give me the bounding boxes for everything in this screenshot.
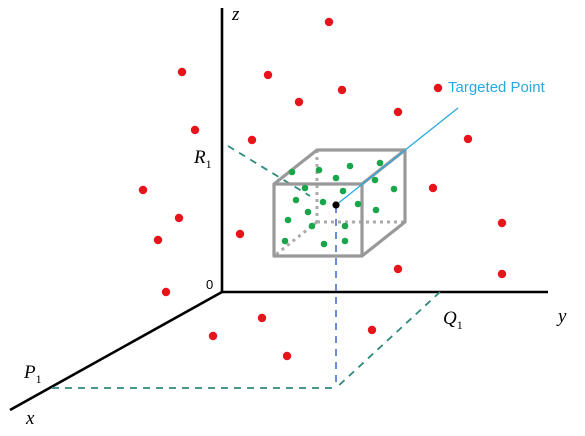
outer-point	[174, 213, 184, 223]
outer-point	[337, 85, 347, 95]
q1-label-base: Q	[443, 308, 457, 329]
outer-points	[138, 17, 507, 361]
inner-point	[315, 166, 323, 174]
outer-point	[257, 313, 267, 323]
inner-point	[376, 159, 384, 167]
outer-point	[367, 325, 377, 335]
outer-point	[433, 83, 443, 93]
inner-point	[281, 237, 289, 245]
q1-label-sub: 1	[457, 318, 463, 332]
inner-point	[371, 176, 379, 184]
targeted-point-label: Targeted Point	[448, 79, 546, 96]
inner-point	[341, 222, 349, 230]
x-axis-label: x	[25, 408, 35, 429]
outer-point	[282, 351, 292, 361]
cube-right-face	[361, 150, 407, 258]
inner-point	[292, 196, 300, 204]
outer-point	[190, 125, 200, 135]
origin-label: 0	[206, 277, 213, 292]
annotation-leader-line	[335, 107, 459, 206]
floor-projection	[52, 145, 441, 389]
inner-point	[308, 222, 316, 230]
outer-point	[294, 97, 304, 107]
outer-point	[235, 229, 245, 239]
outer-point	[497, 269, 507, 279]
outer-point	[247, 135, 257, 145]
projection-line-q1	[335, 291, 441, 389]
outer-point	[208, 331, 218, 341]
inner-point	[301, 184, 309, 192]
inner-point	[346, 162, 354, 170]
outer-point	[463, 134, 473, 144]
p1-label-base: P	[23, 362, 36, 383]
cube-top-face	[273, 148, 407, 186]
outer-point	[153, 235, 163, 245]
r1-label-base: R	[193, 147, 206, 168]
outer-point	[324, 17, 334, 27]
inner-point	[304, 208, 312, 216]
p1-label: P1	[23, 362, 42, 386]
inner-point	[284, 216, 292, 224]
inner-points	[281, 159, 398, 248]
inner-point	[320, 240, 328, 248]
outer-point	[177, 67, 187, 77]
r1-label: R1	[193, 147, 212, 171]
inner-point	[319, 198, 327, 206]
inner-point	[354, 200, 362, 208]
inner-point	[288, 168, 296, 176]
outer-point	[393, 107, 403, 117]
outer-point	[161, 287, 171, 297]
outer-point	[497, 218, 507, 228]
target-point	[332, 201, 340, 209]
inner-point	[339, 187, 347, 195]
r1-label-sub: 1	[206, 157, 212, 171]
inner-point	[332, 174, 340, 182]
z-axis-label: z	[231, 4, 240, 25]
p1-label-sub: 1	[36, 372, 42, 386]
projection-line-r1	[227, 145, 311, 197]
x-axis	[9, 290, 223, 412]
inner-point	[341, 237, 349, 245]
outer-point	[393, 264, 403, 274]
inner-point	[372, 206, 380, 214]
inner-point	[390, 185, 398, 193]
cube-front-face	[272, 182, 364, 258]
outer-point	[263, 70, 273, 80]
outer-point	[428, 183, 438, 193]
q1-label: Q1	[443, 308, 463, 332]
outer-point	[138, 185, 148, 195]
y-axis-label: y	[556, 306, 567, 327]
axes	[9, 8, 548, 412]
